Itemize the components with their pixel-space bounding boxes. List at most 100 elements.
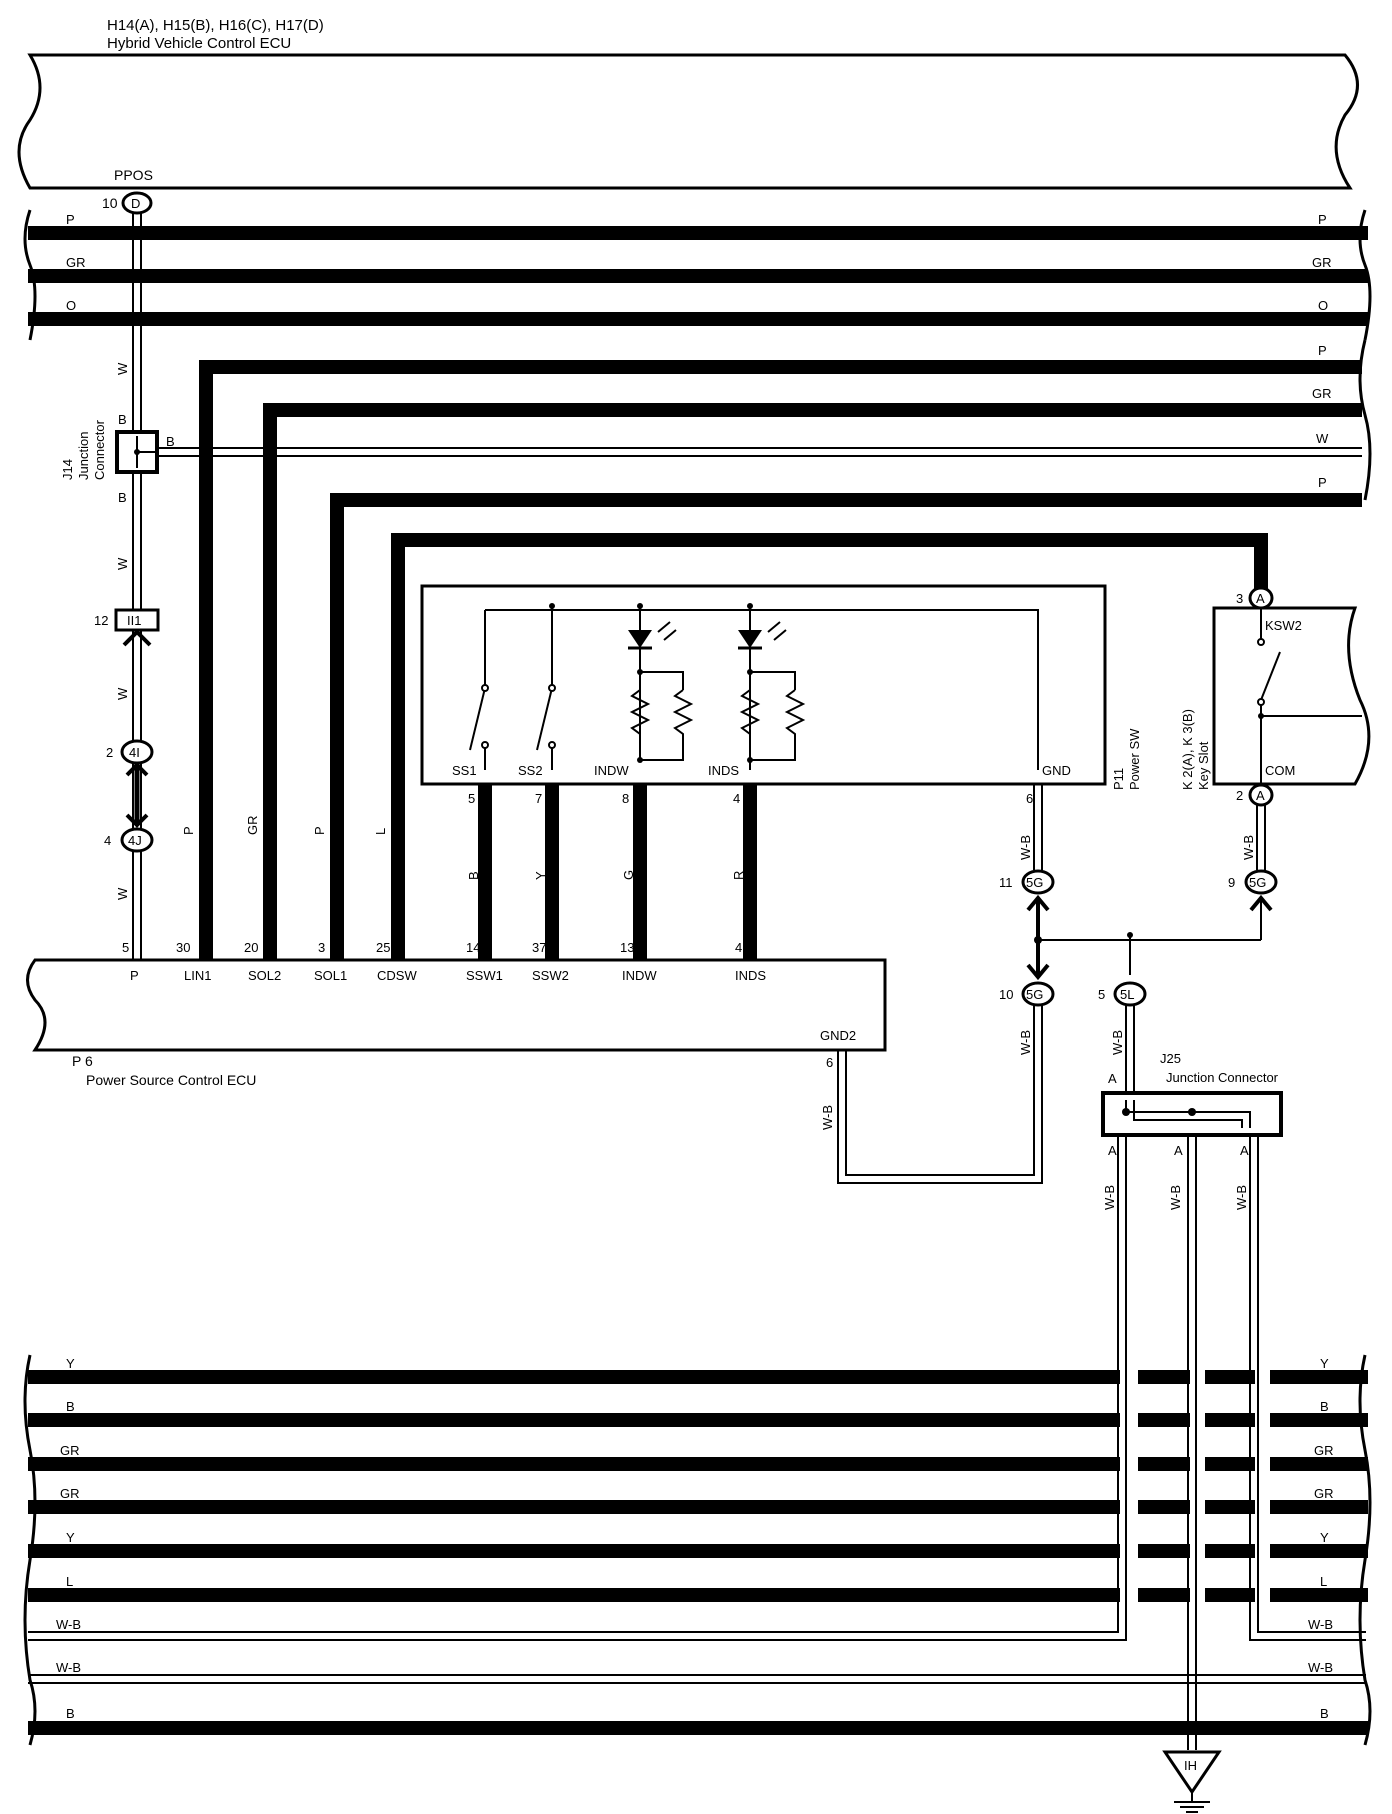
svg-text:GR: GR: [245, 816, 260, 836]
svg-text:INDW: INDW: [622, 968, 657, 983]
j14-id: J14: [60, 459, 75, 480]
svg-text:Y: Y: [1320, 1530, 1329, 1545]
svg-text:W-B: W-B: [1110, 1030, 1125, 1055]
svg-text:GR: GR: [1312, 255, 1332, 270]
p6-name: Power Source Control ECU: [86, 1072, 256, 1088]
svg-text:P: P: [312, 826, 327, 835]
bottom-bus-wire-7: W-B: [56, 1617, 81, 1632]
svg-text:2: 2: [1236, 788, 1243, 803]
svg-text:12: 12: [94, 613, 108, 628]
svg-text:Y: Y: [533, 871, 548, 880]
svg-text:A: A: [1256, 788, 1265, 803]
svg-text:5: 5: [1098, 987, 1105, 1002]
j14-junction-connector: B B B J14 Junction Connector: [60, 412, 175, 505]
svg-text:GR: GR: [1314, 1486, 1334, 1501]
svg-text:W-B: W-B: [820, 1105, 835, 1130]
svg-text:LIN1: LIN1: [184, 968, 211, 983]
svg-text:W: W: [115, 557, 130, 570]
key-slot-switch: KSW2: [1265, 618, 1302, 633]
svg-text:B: B: [466, 871, 481, 880]
svg-text:SSW2: SSW2: [532, 968, 569, 983]
svg-text:5G: 5G: [1026, 987, 1043, 1002]
p11-id: P11: [1111, 768, 1126, 790]
svg-text:Y: Y: [1320, 1356, 1329, 1371]
j25-name: Junction Connector: [1166, 1070, 1279, 1085]
svg-text:SOL1: SOL1: [314, 968, 347, 983]
svg-text:13: 13: [620, 940, 634, 955]
svg-text:II1: II1: [127, 613, 141, 628]
svg-text:W-B: W-B: [1308, 1660, 1333, 1675]
bottom-bus-wire-4: GR: [60, 1486, 80, 1501]
svg-text:W: W: [115, 887, 130, 900]
right-wire-3: W: [1316, 431, 1329, 446]
svg-text:L: L: [373, 828, 388, 835]
svg-text:W-B: W-B: [1018, 1030, 1033, 1055]
p6-id: P 6: [72, 1053, 93, 1069]
svg-text:SOL2: SOL2: [248, 968, 281, 983]
svg-text:W-B: W-B: [1102, 1185, 1117, 1210]
p11-inds: INDS: [708, 763, 739, 778]
top-bus-wire-3: O: [66, 298, 76, 313]
svg-text:3: 3: [318, 940, 325, 955]
svg-text:L: L: [1320, 1574, 1327, 1589]
bottom-bus-wire-5: Y: [66, 1530, 75, 1545]
key-slot-name: Key Slot: [1196, 741, 1211, 790]
p11-name: Power SW: [1127, 728, 1142, 790]
key-slot-connector-a-top: A: [1248, 586, 1274, 610]
svg-text:8: 8: [622, 791, 629, 806]
svg-text:7: 7: [535, 791, 542, 806]
right-wire-2: GR: [1312, 386, 1332, 401]
svg-text:IH: IH: [1184, 1758, 1197, 1773]
j14-name-1: Junction: [76, 432, 91, 480]
svg-text:P: P: [181, 826, 196, 835]
svg-text:6: 6: [826, 1055, 833, 1070]
svg-text:W-B: W-B: [1234, 1185, 1249, 1210]
key-slot: KSW2 COM 3 2 A A K 2(A), K 3(B) Key Slot: [1180, 586, 1371, 807]
top-bus-wire-1: P: [66, 212, 75, 227]
ecu-output-wires: P GR W P P GR P L: [155, 339, 1372, 960]
svg-text:O: O: [1318, 298, 1328, 313]
svg-text:D: D: [131, 196, 140, 211]
svg-text:B: B: [118, 412, 127, 427]
svg-text:2: 2: [106, 745, 113, 760]
svg-text:B: B: [166, 434, 175, 449]
bottom-bus-wire-2: B: [66, 1399, 75, 1414]
svg-text:5: 5: [122, 940, 129, 955]
svg-text:3: 3: [1236, 591, 1243, 606]
svg-text:4I: 4I: [129, 745, 140, 760]
svg-text:4J: 4J: [128, 833, 142, 848]
svg-text:W: W: [115, 687, 130, 700]
svg-text:W: W: [115, 362, 130, 375]
top-bus: P GR O P GR O: [23, 209, 1372, 341]
svg-text:25: 25: [376, 940, 390, 955]
power-switch-p11: SS1 SS2 INDW INDS GND P11 Power SW: [420, 584, 1142, 790]
svg-text:B: B: [1320, 1706, 1329, 1721]
svg-text:5G: 5G: [1249, 875, 1266, 890]
svg-text:14: 14: [466, 940, 480, 955]
svg-text:10: 10: [999, 987, 1013, 1002]
svg-text:4: 4: [735, 940, 742, 955]
bottom-bus-wire-6: L: [66, 1574, 73, 1589]
svg-text:W-B: W-B: [1018, 835, 1033, 860]
wb-ground-wiring: 6 W-B 5G 11 W-B 5G 9 5G 10 5L 5 W-B W-B: [820, 784, 1278, 1184]
p11-ss2: SS2: [518, 763, 543, 778]
power-sw-wires: 5 7 8 4 B Y G R: [466, 784, 757, 960]
hybrid-vehicle-control-ecu: H14(A), H15(B), H16(C), H17(D) Hybrid Ve…: [17, 17, 1359, 215]
svg-text:G: G: [621, 870, 636, 880]
j25-id: J25: [1160, 1051, 1181, 1066]
svg-text:W-B: W-B: [1168, 1185, 1183, 1210]
svg-text:W-B: W-B: [1308, 1617, 1333, 1632]
svg-text:4: 4: [733, 791, 740, 806]
svg-text:CDSW: CDSW: [377, 968, 417, 983]
connector-4i-4j: 4I 2 4J 4: [104, 739, 154, 853]
right-wire-4: P: [1318, 475, 1327, 490]
svg-text:5G: 5G: [1026, 875, 1043, 890]
svg-text:6: 6: [1026, 791, 1033, 806]
svg-text:4: 4: [104, 833, 111, 848]
j14-name-2: Connector: [92, 419, 107, 480]
svg-text:B: B: [118, 490, 127, 505]
svg-text:5L: 5L: [1120, 987, 1134, 1002]
svg-text:INDS: INDS: [735, 968, 766, 983]
bottom-bus-wire-9: B: [66, 1706, 75, 1721]
